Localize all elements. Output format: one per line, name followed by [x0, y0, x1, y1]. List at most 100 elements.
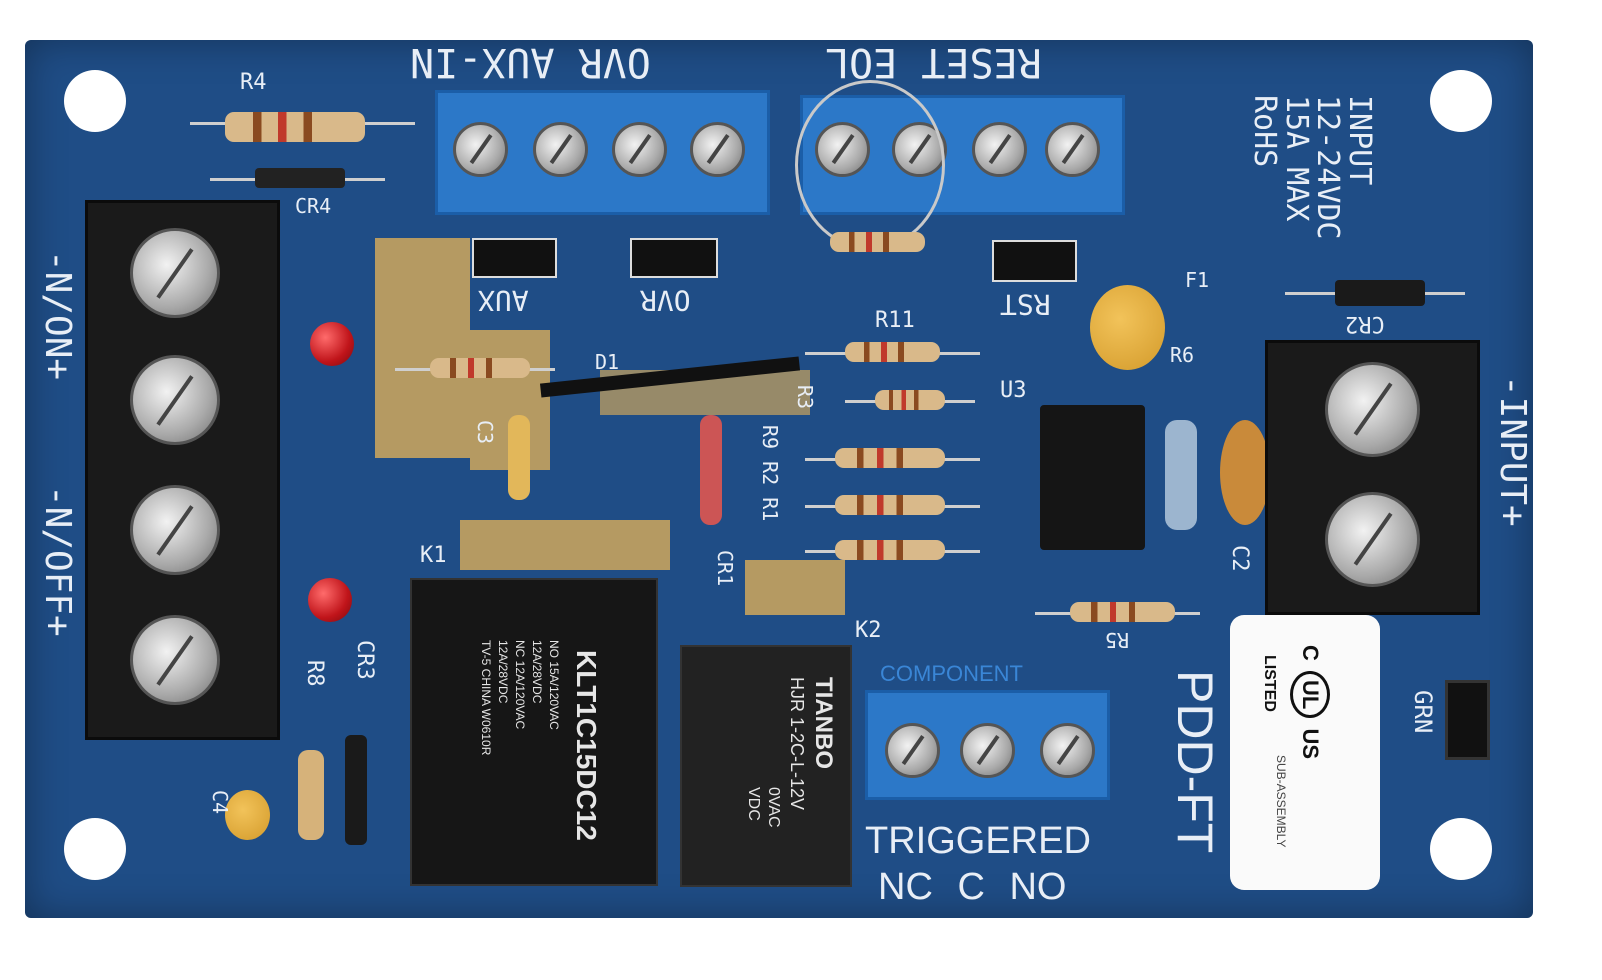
terminal-screw[interactable]	[960, 723, 1015, 778]
grn-jumper[interactable]	[1445, 680, 1490, 760]
led-indicator	[308, 578, 352, 622]
label-contacts: NC C NO	[878, 866, 1067, 908]
ic-u3	[1040, 405, 1145, 550]
resistor-r1	[835, 540, 945, 560]
ref-u3: U3	[1000, 378, 1027, 403]
ul-label: C UL US LISTED SUB-ASSEMBLY	[1230, 615, 1380, 890]
resistor-r6	[1165, 420, 1197, 530]
input-spec-line: 15A MAX	[1279, 95, 1314, 222]
diode-cr2	[1335, 280, 1425, 306]
label-triggered: TRIGGERED	[865, 820, 1091, 862]
label-input: -INPUT+	[1492, 375, 1533, 527]
ref-c4: C4	[208, 790, 232, 815]
resistor-r4	[225, 112, 365, 142]
terminal-screw[interactable]	[130, 355, 220, 445]
relay-k1: KLT1C15DC12 NO 15A/120VAC 12A/28VDC NC 1…	[410, 578, 658, 886]
ul-listed-text: LISTED	[1261, 655, 1278, 712]
jumper-rst[interactable]	[992, 240, 1077, 282]
ref-r9-r2-r1: R9 R2 R1	[758, 425, 782, 522]
ul-us: US	[1298, 728, 1323, 760]
resistor	[875, 390, 945, 410]
label-aux: AUX	[478, 284, 529, 317]
relay-k1-ratings: NO 15A/120VAC 12A/28VDC NC 12A/120VAC 12…	[477, 640, 562, 755]
ref-r4: R4	[240, 70, 267, 95]
mounting-hole	[1430, 818, 1492, 880]
ref-r3: R3	[793, 385, 817, 410]
terminal-screw[interactable]	[972, 122, 1027, 177]
ref-d1: D1	[595, 350, 620, 374]
relay-k1-line: 12A/28VDC	[530, 640, 544, 704]
jumper-ovr[interactable]	[630, 238, 718, 278]
input-spec-line: INPUT	[1342, 95, 1377, 186]
copper-pad	[460, 520, 670, 570]
ref-r6: R6	[1170, 343, 1195, 367]
terminal-screw[interactable]	[453, 122, 508, 177]
led-indicator	[310, 322, 354, 366]
relay-k1-line: NO 15A/120VAC	[547, 640, 561, 730]
copper-pad	[375, 238, 470, 458]
label-rst: RST	[1000, 288, 1051, 321]
relay-k1-line: 12A/28VDC	[496, 640, 510, 704]
jumper-aux[interactable]	[472, 238, 557, 278]
diode-cr3	[345, 735, 367, 845]
relay-k2-model: HJR 1-2C-L-12V	[787, 677, 807, 811]
ref-r11: R11	[875, 308, 915, 333]
relay-k1-line: NC 12A/120VAC	[513, 640, 527, 730]
capacitor-c2	[1220, 420, 1270, 525]
ref-cr3: CR3	[352, 640, 377, 680]
relay-k1-line: TV-5 CHINA W0610R	[479, 640, 493, 756]
terminal-screw[interactable]	[690, 122, 745, 177]
capacitor-c3	[508, 415, 530, 500]
resistor-r8	[298, 750, 324, 840]
ref-c2: C2	[1227, 545, 1252, 572]
capacitor-varistor	[1090, 285, 1165, 370]
eol-wire-loop	[795, 80, 945, 250]
terminal-screw[interactable]	[130, 228, 220, 318]
ref-k2: K2	[855, 618, 882, 643]
label-n-off: -N/OFF+	[37, 485, 78, 637]
label-ovr: OVR	[640, 284, 691, 317]
resistor-r11	[845, 342, 940, 362]
label-component: COMPONENT	[880, 661, 1023, 686]
copper-pad	[745, 560, 845, 615]
terminal-screw[interactable]	[1325, 492, 1420, 587]
ul-mark: UL	[1290, 671, 1330, 719]
terminal-screw[interactable]	[130, 615, 220, 705]
ref-k1: K1	[420, 543, 447, 568]
resistor-r2	[835, 495, 945, 515]
ref-cr2: CR2	[1345, 311, 1385, 336]
ul-listed: C UL US	[1290, 645, 1330, 759]
input-spec-line: RoHS	[1247, 95, 1283, 168]
terminal-screw[interactable]	[1040, 723, 1095, 778]
diode-cr1	[700, 415, 722, 525]
diode-cr4	[255, 168, 345, 188]
mounting-hole	[64, 70, 126, 132]
terminal-screw[interactable]	[533, 122, 588, 177]
ref-r8: R8	[302, 660, 327, 687]
mounting-hole	[1430, 70, 1492, 132]
terminal-screw[interactable]	[1325, 362, 1420, 457]
ref-cr1: CR1	[713, 550, 737, 587]
terminal-screw[interactable]	[612, 122, 667, 177]
ref-cr4: CR4	[295, 194, 332, 218]
ul-subassembly: SUB-ASSEMBLY	[1274, 755, 1288, 848]
board-model: PDD-FT	[1167, 670, 1223, 854]
terminal-screw[interactable]	[885, 723, 940, 778]
eol-resistor	[830, 232, 925, 252]
ul-c: C	[1298, 645, 1323, 661]
label-ovr-aux-in: OVR AUX-IN	[410, 39, 651, 85]
relay-k2-line: 0VAC	[765, 787, 782, 828]
resistor-r9	[835, 448, 945, 468]
ref-c3: C3	[473, 420, 497, 445]
resistor-r5	[1070, 602, 1175, 622]
relay-k2-brand: TIANBO	[810, 677, 837, 769]
relay-k1-model: KLT1C15DC12	[571, 650, 602, 841]
label-n-on: -N/ON+	[37, 250, 78, 381]
terminal-screw[interactable]	[1045, 122, 1100, 177]
mounting-hole	[64, 818, 126, 880]
label-reset-eol: RESET EOL	[825, 39, 1042, 85]
terminal-screw[interactable]	[130, 485, 220, 575]
input-spec-line: 12-24VDC	[1310, 95, 1346, 240]
label-grn: GRN	[1409, 690, 1437, 734]
ref-r5: R5	[1105, 628, 1130, 652]
